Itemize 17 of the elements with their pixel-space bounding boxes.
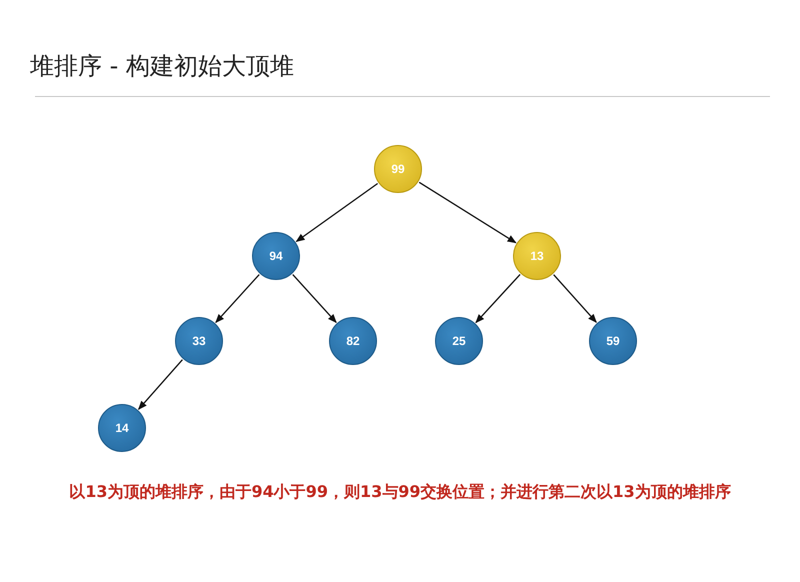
arrow xyxy=(292,274,337,324)
caption: 以13为顶的堆排序，由于94小于99，则13与99交换位置；并进行第二次以13为顶的堆排序 xyxy=(68,482,732,503)
arrow xyxy=(215,274,260,324)
arrow xyxy=(475,274,521,324)
tree-node-circle: 99 xyxy=(374,145,422,193)
tree-node-circle: 25 xyxy=(435,317,483,365)
arrow xyxy=(138,359,183,410)
tree-node-circle: 13 xyxy=(513,232,561,280)
tree-node-circle: 82 xyxy=(329,317,377,365)
arrow xyxy=(553,274,597,324)
tree-node-circle: 33 xyxy=(175,317,223,365)
tree-node-circle: 94 xyxy=(252,232,300,280)
tree-node-circle: 14 xyxy=(98,404,146,452)
tree-node-circle: 59 xyxy=(589,317,637,365)
arrow xyxy=(296,182,378,242)
arrow xyxy=(418,182,517,244)
title: 堆排序 - 构建初始大顶堆 xyxy=(30,51,294,82)
